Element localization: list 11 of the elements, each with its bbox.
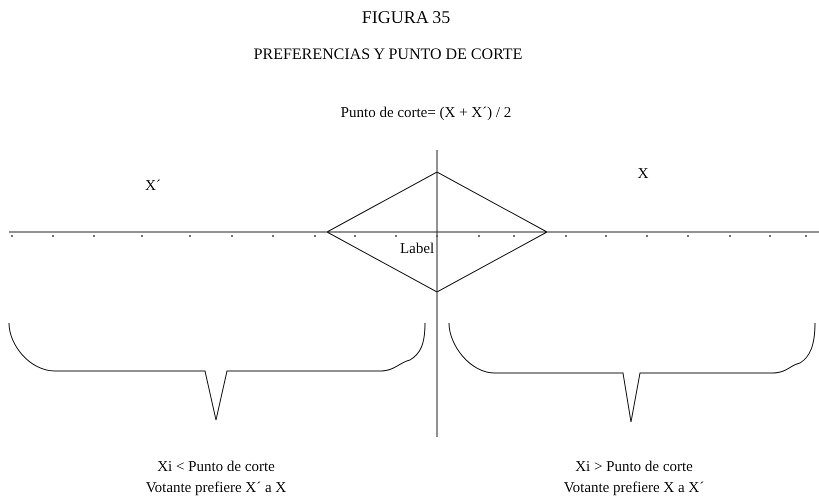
region-preference: Votante prefiere X´ a X	[146, 479, 286, 497]
region-condition: Xi > Punto de corte	[575, 458, 693, 476]
region-condition: Xi < Punto de corte	[157, 458, 275, 476]
region-preference: Votante prefiere X a X´	[564, 479, 704, 497]
diamond-label: Label	[400, 240, 434, 258]
figure-subtitle: PREFERENCIAS Y PUNTO DE CORTE	[254, 46, 522, 64]
figure-title: FIGURA 35	[362, 8, 450, 26]
option-label: X´	[145, 177, 161, 195]
cut-point-formula: Punto de corte= (X + X´) / 2	[340, 104, 512, 122]
decision-diamond	[327, 172, 547, 292]
option-label: X	[638, 165, 648, 183]
